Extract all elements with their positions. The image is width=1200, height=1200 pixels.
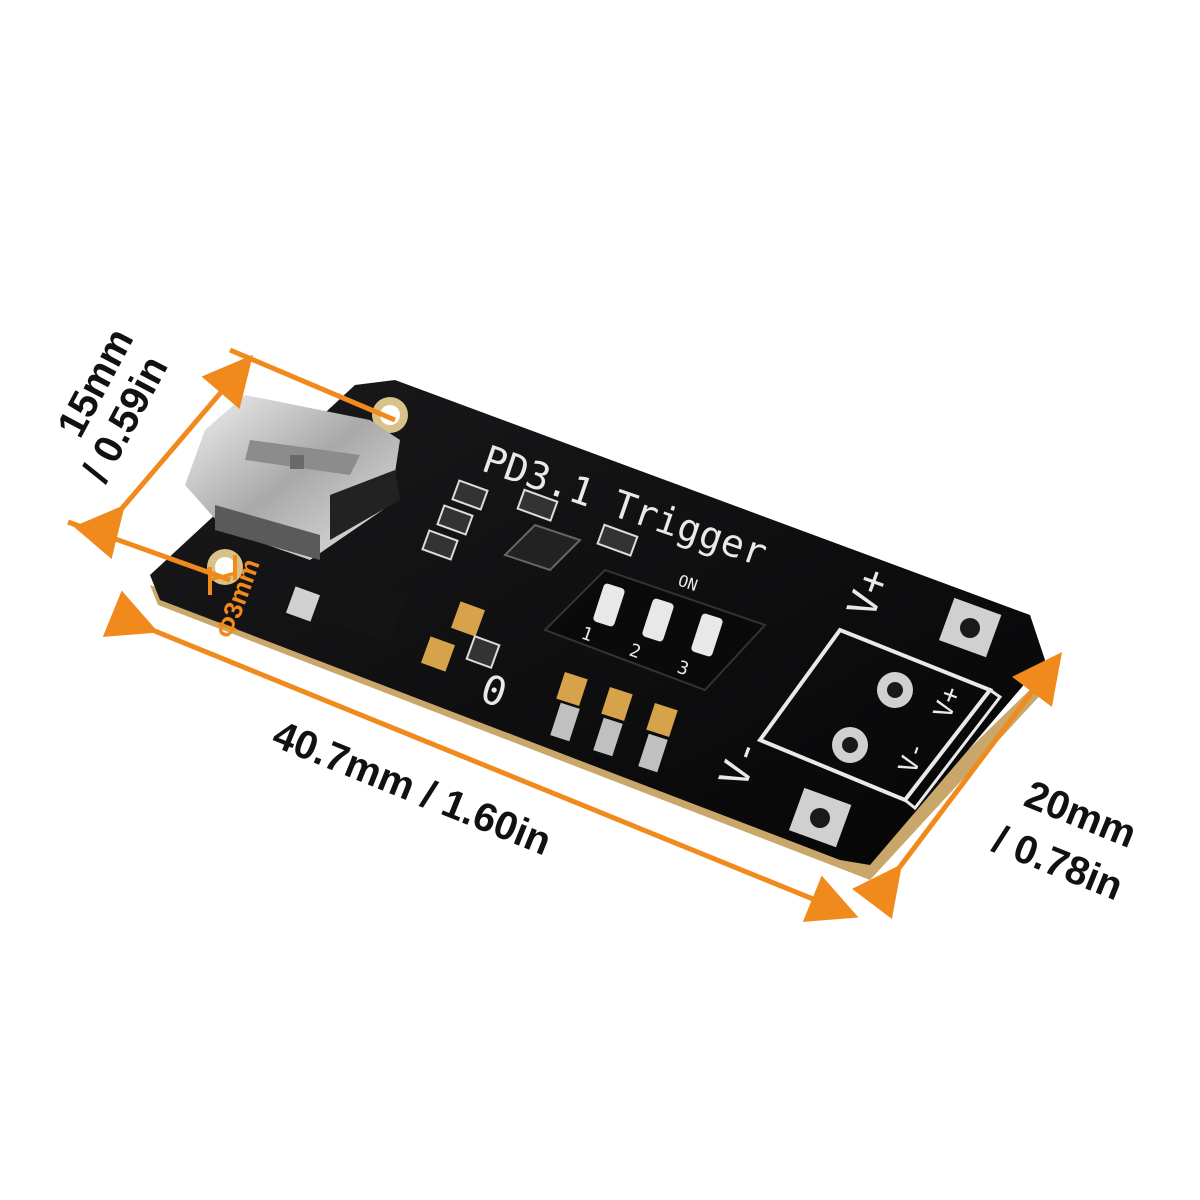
terminal-pad-mid2: [832, 727, 868, 763]
dimension-height: [67, 347, 396, 583]
dimension-width: [851, 652, 1063, 920]
dimension-length: [102, 590, 859, 922]
terminal-pad-mid1: [877, 672, 913, 708]
controller-chip: [503, 523, 582, 572]
terminal-pad-plus: [938, 597, 1002, 658]
dimension-hole: [208, 555, 237, 595]
